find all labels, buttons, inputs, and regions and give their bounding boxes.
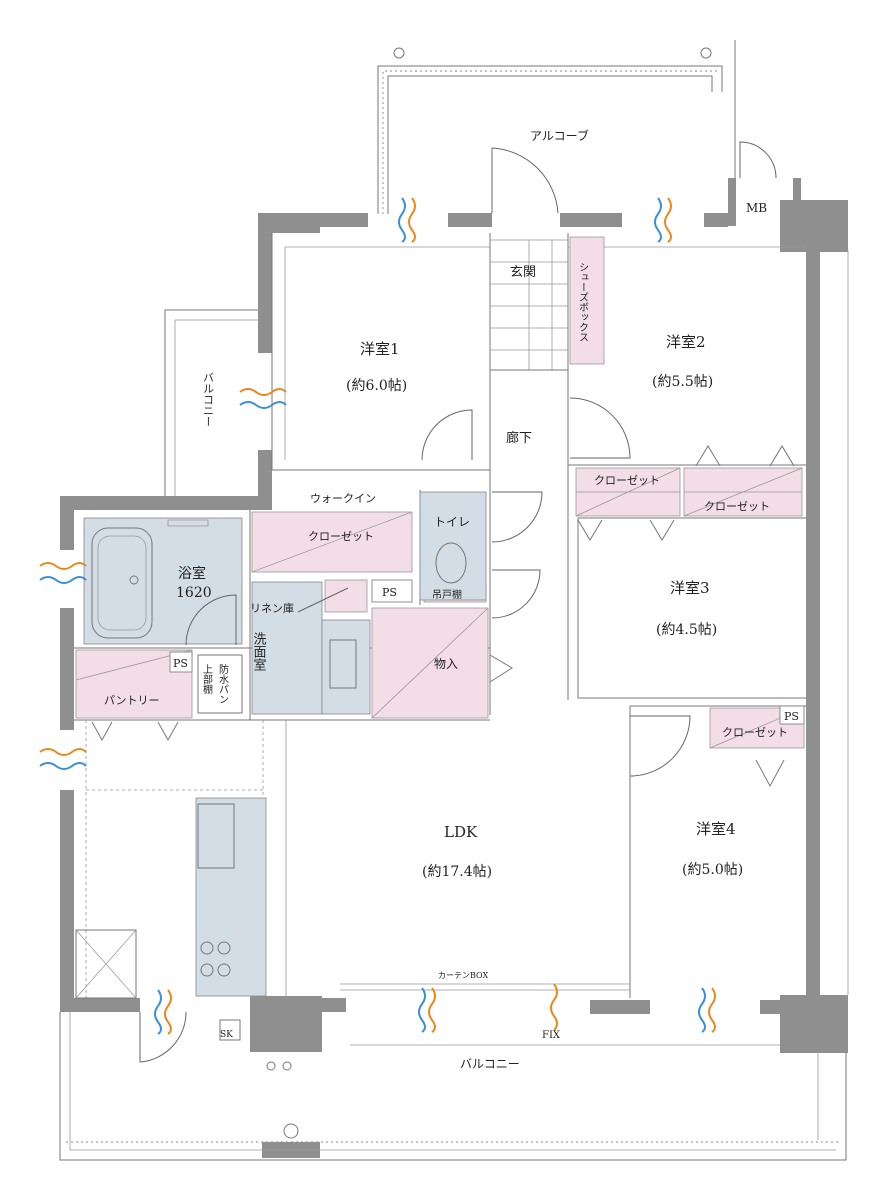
ldk-name: LDK — [444, 823, 478, 841]
senmen-label: 洗面室 — [251, 632, 267, 671]
room4-name: 洋室4 — [696, 820, 736, 838]
walkin-label-2: クローゼット — [308, 530, 374, 543]
tsuritana-label: 吊戸棚 — [432, 588, 462, 601]
ps-box-1 — [371, 579, 413, 603]
sk-label: SK — [220, 1030, 233, 1040]
doors — [139, 141, 777, 1063]
ps1-label: PS — [382, 586, 397, 599]
ps-box-3 — [779, 705, 805, 725]
room3-size: (約4.5帖) — [656, 622, 717, 638]
closet2-label: クローゼット — [704, 500, 770, 513]
ventilation-arrows — [39, 197, 716, 1035]
interior-lines — [59, 233, 849, 1161]
walls — [60, 178, 848, 1158]
walkin-label-1: ウォークイン — [310, 492, 376, 505]
wet-areas — [75, 491, 487, 1041]
ldk-size: (約17.4帖) — [422, 864, 492, 880]
room3-name: 洋室3 — [670, 579, 710, 597]
storage-label: 物入 — [434, 657, 458, 671]
shoes-box-label: シューズボックス — [577, 262, 589, 342]
room2-size: (約5.5帖) — [652, 374, 713, 390]
upper-shelf-label: 上部棚 — [201, 664, 213, 695]
closet1-label: クローゼット — [594, 474, 660, 487]
side-balcony-label: バルコニー — [202, 372, 215, 427]
room1-size: (約6.0帖) — [346, 378, 407, 394]
pantry-label: パントリー — [104, 694, 160, 707]
mb-label: MB — [746, 201, 767, 215]
labels: アルコーブ MB 玄関 シューズボックス 洋室1 (約6.0帖) 洋室2 (約5… — [104, 128, 805, 1071]
room2-name: 洋室2 — [666, 333, 706, 351]
alcove-railing — [377, 40, 736, 214]
ps3-label: PS — [784, 710, 799, 723]
closet-arrows — [91, 445, 795, 788]
genkan-label: 玄関 — [510, 265, 536, 280]
curtain-box-label: カーテンBOX — [438, 971, 488, 980]
closet3-label: クローゼット — [722, 726, 788, 739]
linen-label: リネン庫 — [250, 601, 294, 615]
bathroom-name: 浴室 — [178, 565, 206, 582]
room1-name: 洋室1 — [360, 340, 400, 358]
fix-label: FIX — [542, 1030, 561, 1041]
ps2-label: PS — [173, 657, 188, 670]
toilet-label: トイレ — [434, 515, 470, 529]
waterproof-pan-label: 防水パン — [217, 663, 229, 704]
corridor-label: 廊下 — [506, 430, 532, 446]
alcove-label: アルコーブ — [530, 128, 589, 143]
room4-size: (約5.0帖) — [682, 862, 743, 878]
main-balcony-label: バルコニー — [460, 1057, 520, 1071]
bathroom-size: 1620 — [176, 585, 212, 601]
ps-box-2 — [169, 651, 193, 673]
